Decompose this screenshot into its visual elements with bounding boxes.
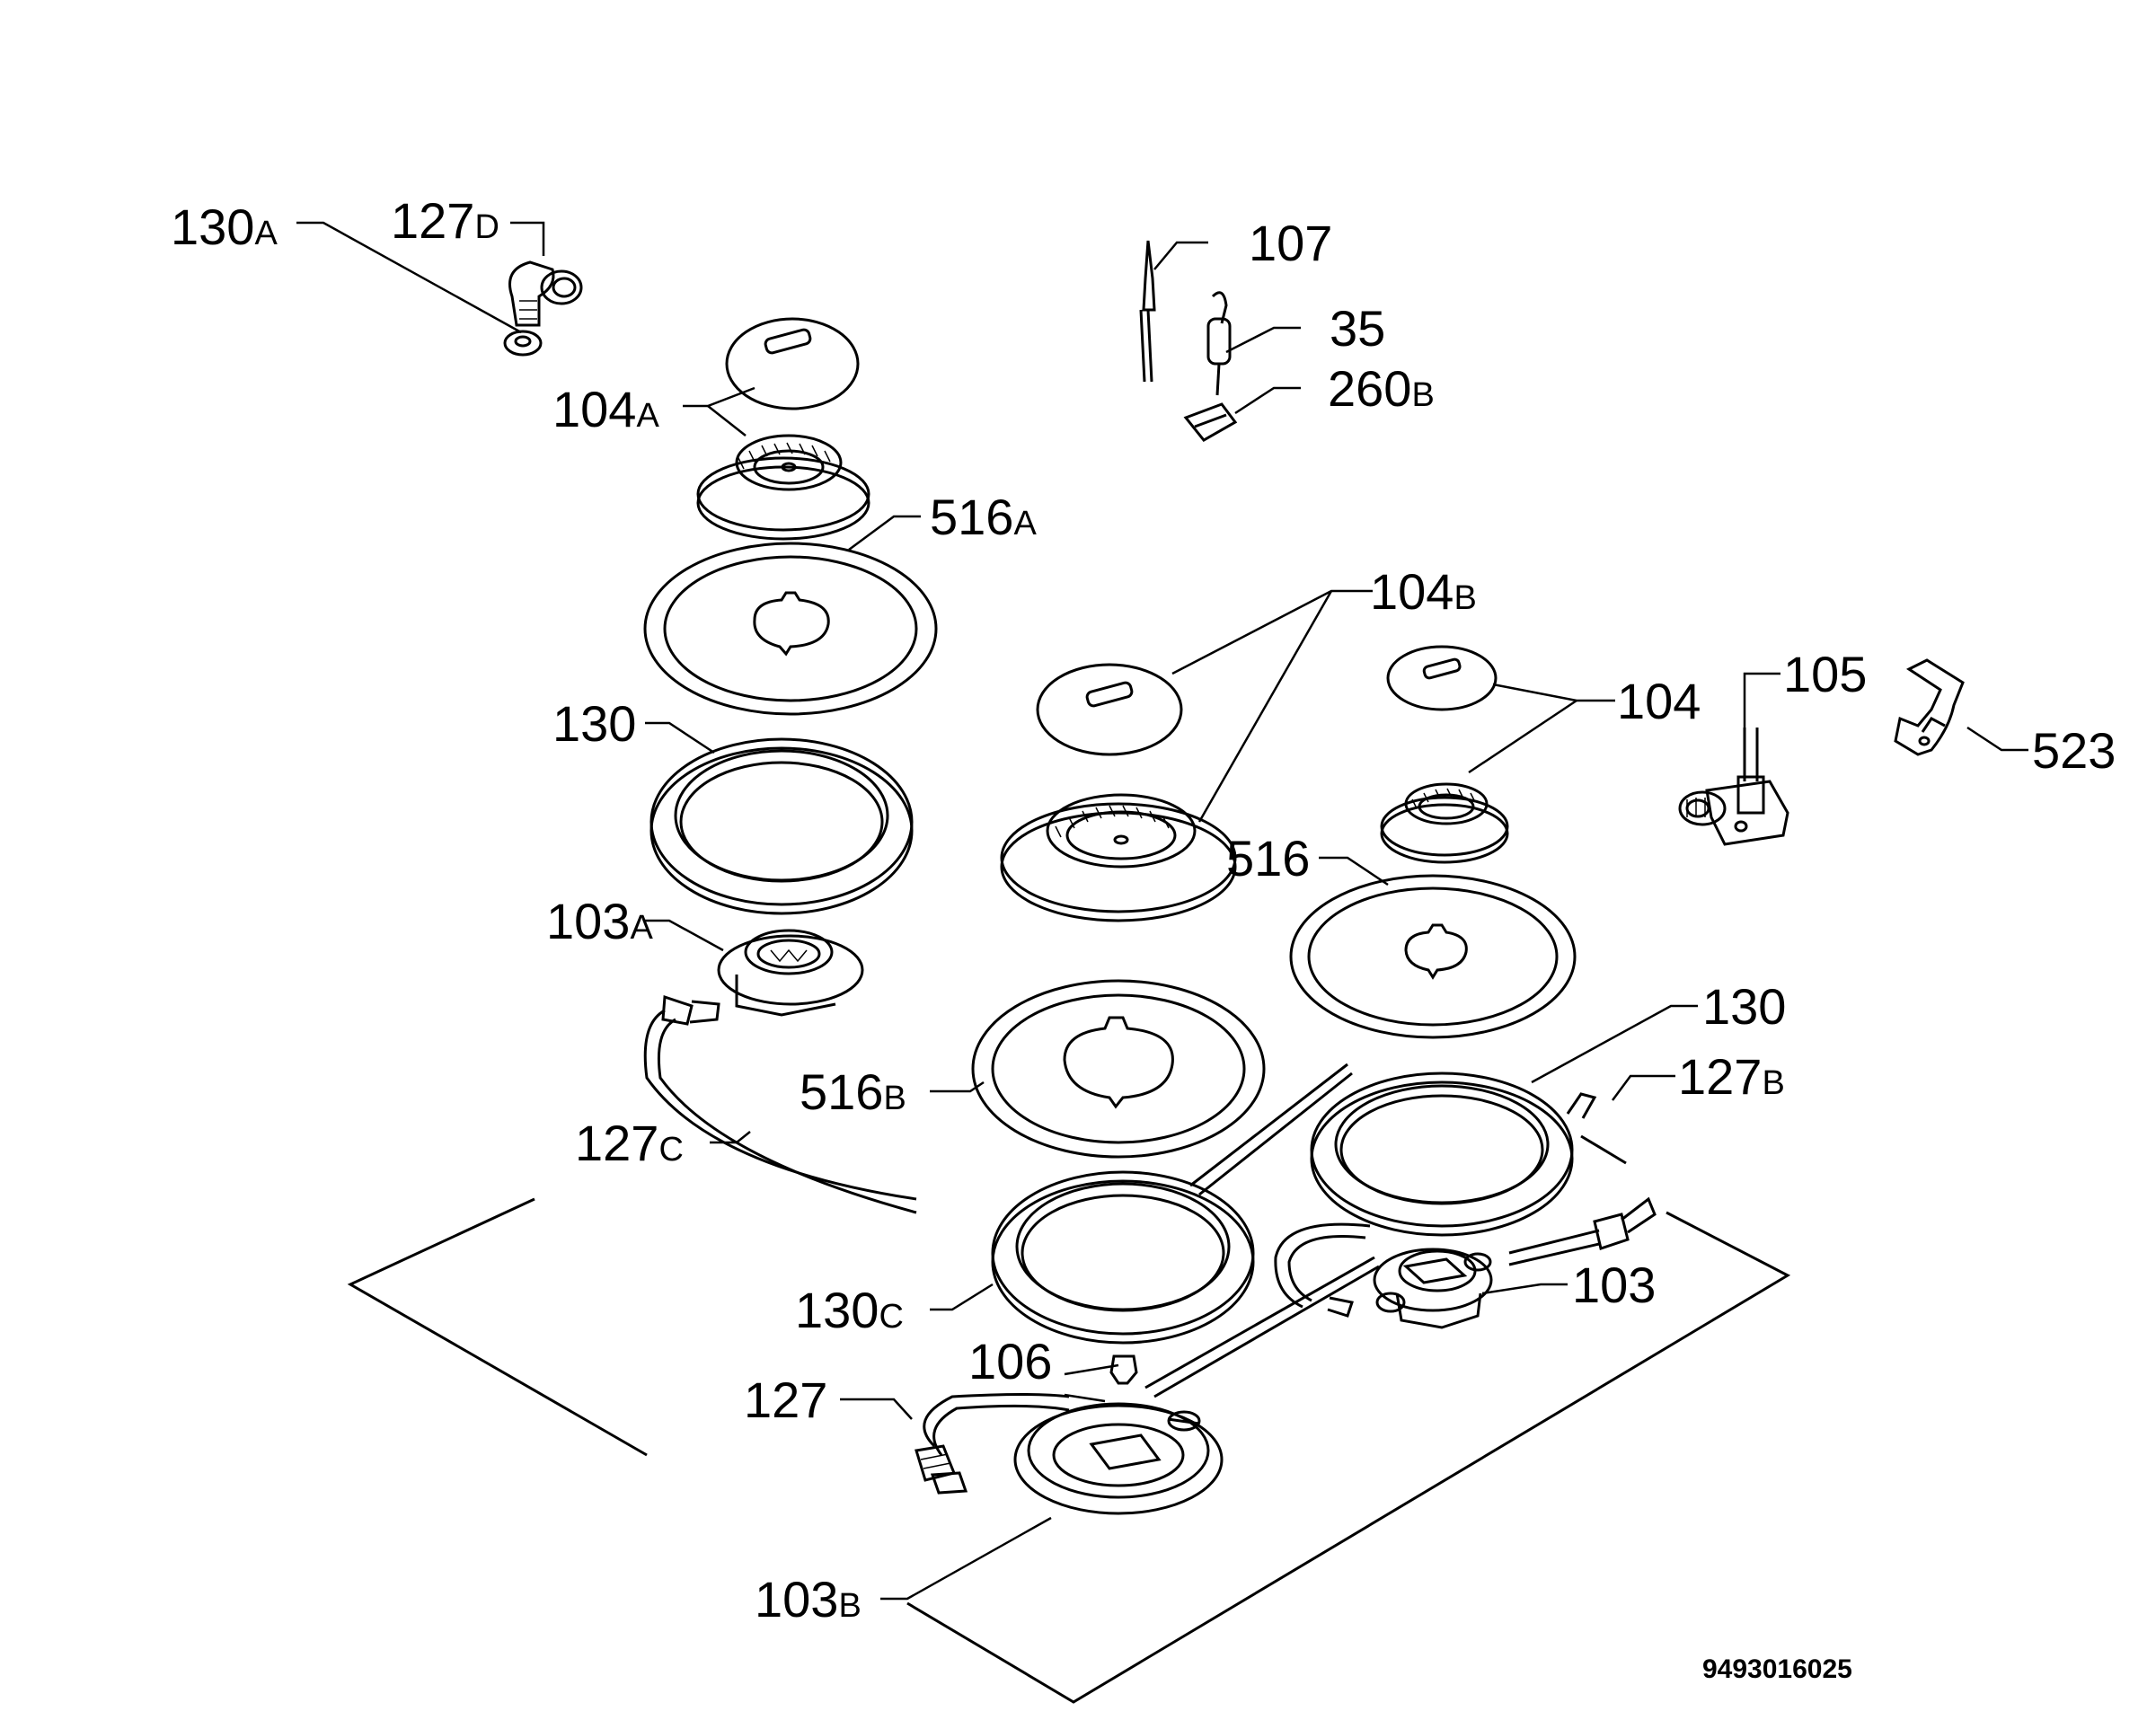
callout-106: 106 [968, 1333, 1052, 1389]
burner-crown-104 [1380, 782, 1509, 864]
hob-outline [347, 1134, 1791, 1704]
callout-127d: 127D [391, 192, 499, 249]
bracket-523 [1894, 658, 1965, 756]
callout-103b: 103B [755, 1571, 862, 1627]
callout-104: 104 [1617, 673, 1701, 729]
elbow-connector-127d [508, 260, 583, 327]
injector-holder-103b [1013, 1402, 1224, 1515]
callout-523: 523 [2032, 722, 2116, 779]
document-number: 9493016025 [1702, 1654, 1852, 1684]
callout-104b: 104B [1370, 563, 1477, 620]
callout-516b: 516B [800, 1063, 906, 1120]
callout-labels: 130A 127D 107 35 260B 104A 516A 104B 104… [171, 192, 2116, 1627]
leader-lines [296, 221, 2028, 1601]
gas-pipe-127c [643, 994, 917, 1214]
burner-cap-104 [1386, 645, 1498, 711]
callout-260b: 260B [1328, 360, 1435, 417]
callout-127b: 127B [1678, 1048, 1785, 1105]
callout-103: 103 [1572, 1257, 1656, 1313]
callout-103a: 103A [546, 893, 653, 949]
gas-pipe-right [1274, 1196, 1657, 1318]
ring-130c [991, 1170, 1255, 1345]
electrode-35 [1206, 291, 1232, 396]
ring-130 [649, 737, 914, 915]
burner-cover-516b [971, 979, 1266, 1159]
gas-pipe-127b [1566, 1092, 1597, 1119]
injector-holder-103 [1373, 1248, 1493, 1329]
callout-127c: 127C [575, 1115, 684, 1171]
callout-516a: 516A [930, 489, 1037, 545]
callout-130a: 130A [171, 198, 278, 255]
thermocouple-107 [1139, 240, 1156, 383]
callout-130-right: 130 [1702, 978, 1786, 1035]
callout-107: 107 [1249, 215, 1332, 271]
burner-cap-104a [725, 317, 860, 410]
callout-130: 130 [552, 695, 636, 752]
injector-106 [1109, 1354, 1138, 1385]
callout-130c: 130C [795, 1282, 904, 1338]
burner-cap-104b [1036, 663, 1183, 756]
burner-cover-516 [1289, 874, 1577, 1039]
burner-crown-104a [696, 434, 870, 541]
washer-130a [503, 330, 543, 357]
burner-cover-516a [643, 542, 938, 716]
callout-105: 105 [1783, 646, 1867, 702]
callout-35: 35 [1330, 300, 1385, 357]
burner-crown-104b [1000, 793, 1237, 922]
gas-pipe-center [1144, 1063, 1380, 1398]
clip-260b [1183, 402, 1238, 442]
gas-pipe-127 [915, 1393, 1070, 1495]
callout-104a: 104A [552, 381, 659, 437]
ring-130-right [1310, 1072, 1574, 1237]
injector-holder-103a [717, 929, 864, 1017]
callout-127: 127 [744, 1372, 827, 1428]
gas-tap-105 [1678, 728, 1789, 846]
callout-516: 516 [1226, 830, 1310, 886]
